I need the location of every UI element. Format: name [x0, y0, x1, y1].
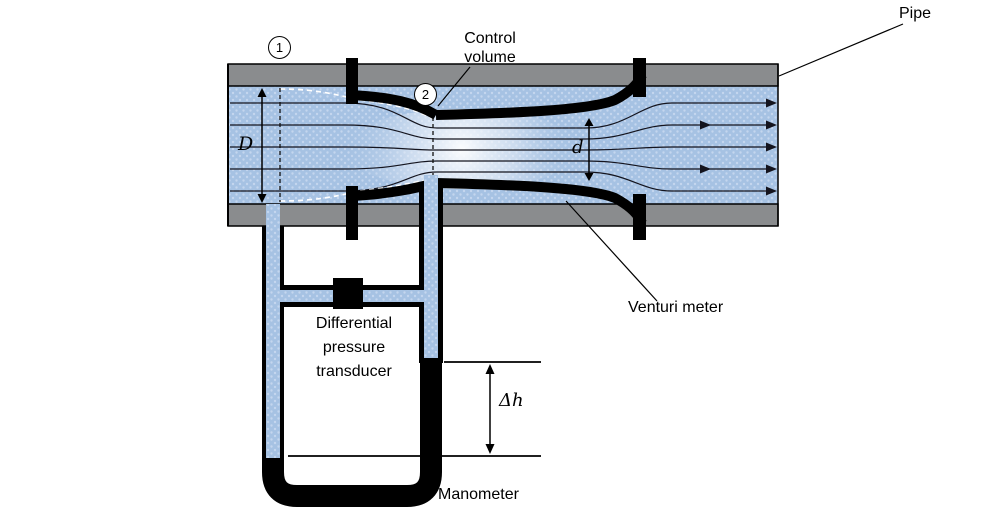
pipe-bottom-wall [227, 203, 779, 227]
arrow-up-icon [485, 364, 495, 374]
control-volume-label-line2: volume [464, 49, 516, 66]
venturi-flange-top-right [633, 58, 646, 97]
pipe-label: Pipe [899, 5, 932, 22]
transducer-label-line1: Differential [315, 315, 393, 332]
station-1-marker: 1 [268, 36, 291, 59]
manometer-levels [288, 361, 541, 457]
venturi-upper-converging-wall [349, 90, 439, 120]
throat-velocity-glow [344, 109, 580, 189]
pipe-diameter-label: D [238, 133, 254, 155]
manometer-u-tube [262, 358, 442, 507]
flow-arrow-icon [766, 142, 777, 152]
throat-tap-tube-fluid [424, 175, 438, 360]
flow-arrow-icon [766, 186, 777, 196]
flow-arrow-icon [766, 98, 777, 108]
flow-arrow-icon [700, 120, 711, 130]
streamlines [230, 102, 766, 192]
venturi-meter-label: Venturi meter [628, 299, 724, 316]
dimension-arrows [257, 88, 594, 203]
flow-arrowheads [700, 98, 777, 196]
streamline [230, 124, 766, 140]
streamline [230, 102, 766, 129]
venturi-meter-leader-line [565, 200, 658, 302]
venturi-walls [346, 58, 647, 240]
venturi-flange-top-left [346, 58, 358, 104]
throat-diameter-label: d [572, 137, 584, 158]
cv-upper-dashed [279, 88, 434, 120]
streamline [230, 160, 766, 170]
flow-arrow-icon [700, 164, 711, 174]
venturi-flange-bottom-left [346, 186, 358, 240]
station-2-marker: 2 [414, 83, 437, 106]
arrow-down-icon [257, 194, 267, 203]
arrow-up-icon [257, 88, 267, 97]
leader-lines [437, 23, 904, 302]
control-volume-boundary [279, 88, 434, 202]
flow-arrow-icon [766, 164, 777, 174]
arrow-down-icon [584, 173, 594, 181]
cv-lower-dashed [279, 178, 434, 202]
manometer-label: Manometer [438, 486, 519, 503]
transducer-label-line2: pressure [322, 339, 386, 356]
venturi-flange-bottom-right [633, 194, 646, 240]
arrow-up-icon [584, 118, 594, 126]
pressure-transducer-body [333, 278, 363, 309]
transducer-label-line3: transducer [316, 363, 392, 380]
control-volume-leader-line [437, 66, 471, 107]
control-volume-label-line1: Control [464, 30, 516, 47]
streamline [230, 171, 766, 192]
flow-arrow-icon [766, 120, 777, 130]
delta-h-arrowheads [485, 364, 495, 454]
left-tap-tube-fluid [266, 204, 280, 472]
streamline [230, 146, 766, 151]
delta-h-label: Δh [499, 390, 524, 411]
pipe-top-wall [227, 63, 779, 87]
pipe-leader-line [778, 23, 904, 77]
pressure-tap-tubes [262, 175, 443, 507]
arrow-down-icon [485, 444, 495, 454]
